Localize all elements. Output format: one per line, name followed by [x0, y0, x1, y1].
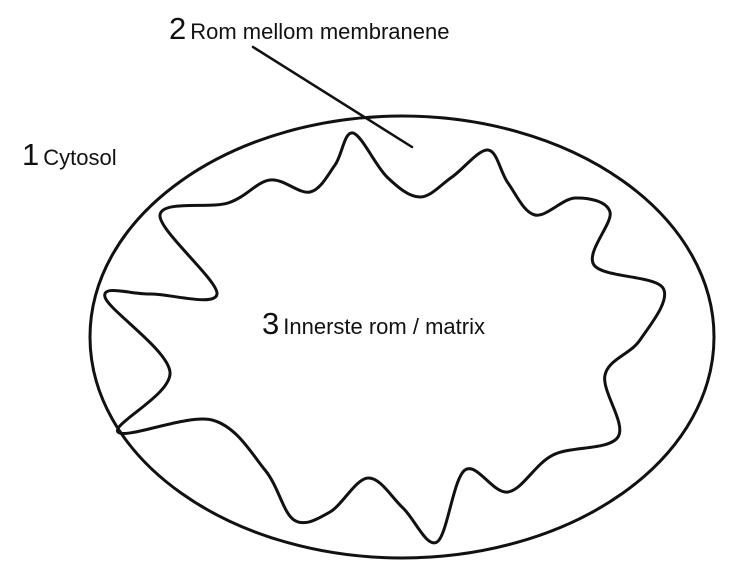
inner-membrane — [103, 131, 667, 545]
leader-line-intermembrane — [251, 45, 414, 149]
label-matrix-number: 3 — [262, 306, 280, 341]
label-intermembrane-text: Rom mellom membranene — [190, 19, 450, 44]
label-intermembrane-number: 2 — [169, 11, 187, 46]
label-matrix-text: Innerste rom / matrix — [283, 314, 485, 339]
label-cytosol-text: Cytosol — [43, 145, 117, 170]
outer-membrane — [88, 114, 716, 560]
label-cytosol-number: 1 — [22, 137, 40, 172]
